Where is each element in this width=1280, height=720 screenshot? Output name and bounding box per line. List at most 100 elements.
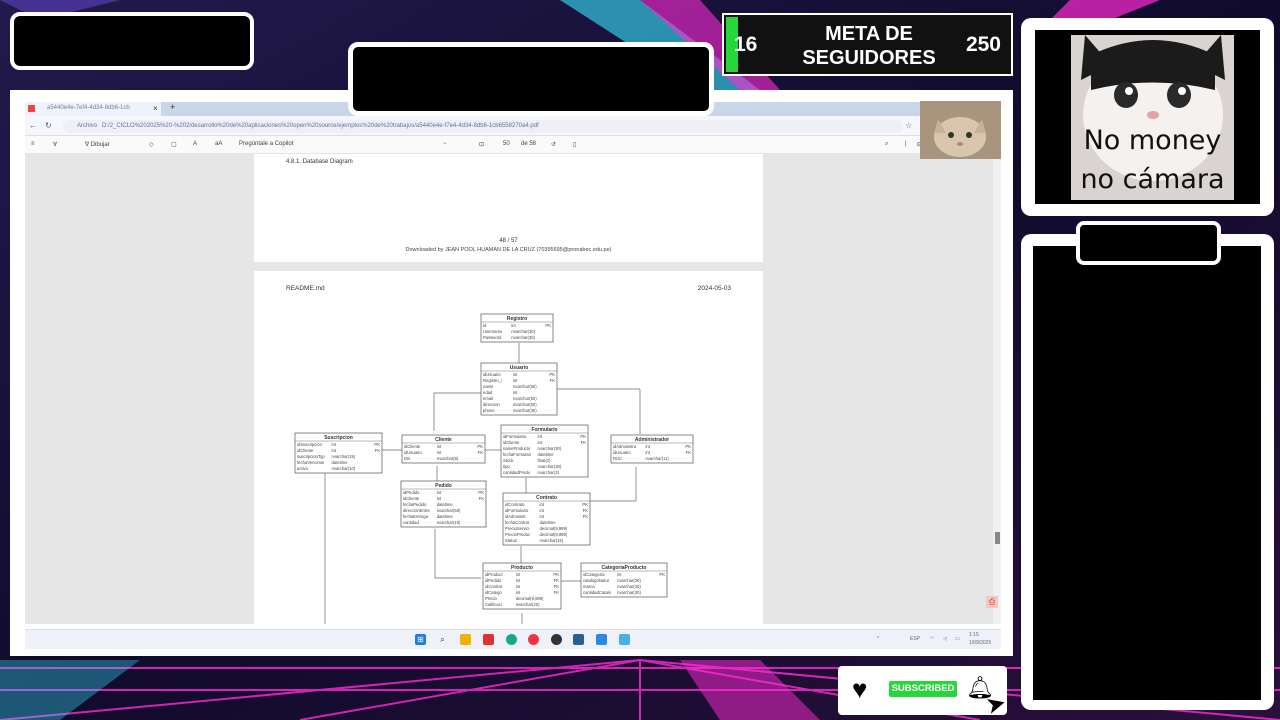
chrome-browser-icon[interactable] xyxy=(528,634,539,645)
erd-field-cell: fechaEntrega xyxy=(403,514,429,519)
erase-icon[interactable]: ◇ xyxy=(149,142,154,148)
two-page-icon[interactable]: ▯ xyxy=(573,142,577,148)
erd-field-cell: idProduct xyxy=(485,572,504,577)
bell-icon[interactable]: 🔔︎ xyxy=(966,675,994,700)
clock-date[interactable]: 1/09/2025 xyxy=(969,640,992,646)
goal-target-count: 250 xyxy=(965,33,1001,56)
erd-field-cell: idCliente xyxy=(404,444,421,449)
erd-field-cell: Stock xyxy=(503,458,514,463)
pdf-viewer[interactable]: 4.8.1. Database Diagram 48 / 57 Download… xyxy=(25,154,1001,624)
steam-icon[interactable] xyxy=(573,634,584,645)
draw-label: Dibujar xyxy=(90,142,110,148)
windows-start-icon[interactable]: ⊞ xyxy=(415,634,426,645)
erd-field-cell: idCliente xyxy=(297,448,314,453)
erd-field-cell: PK xyxy=(374,442,380,447)
meme-frame: No money no cámara xyxy=(1035,30,1260,204)
subscribed-button[interactable]: SUBSCRIBED xyxy=(889,681,957,697)
erd-field-cell: nvarchar(10) xyxy=(437,520,461,525)
erd-field-cell: nameProducto xyxy=(503,446,531,451)
vscode-icon[interactable] xyxy=(596,634,607,645)
erd-field-cell: nvarchar(30) xyxy=(538,446,562,451)
erd-field-cell: int xyxy=(516,590,521,595)
erd-field-cell: PK xyxy=(477,444,483,449)
erd-field-cell: idFormulario xyxy=(505,508,529,513)
erd-entity-title: Producto xyxy=(511,565,533,571)
brave-browser-icon[interactable] xyxy=(483,634,494,645)
erd-field-cell: int xyxy=(540,514,545,519)
browser-tab[interactable]: a5440e4e-7ef4-4d34-8db6-1cb × xyxy=(25,102,161,116)
erd-field-cell: nvarchar(10) xyxy=(332,466,356,471)
erd-field-cell: nvarchar(15) xyxy=(540,538,564,543)
highlight-icon[interactable]: ∀ xyxy=(53,142,58,148)
erd-field-cell: FK xyxy=(581,440,587,445)
draw-button[interactable]: ∇ Dibujar xyxy=(85,142,110,148)
search-icon[interactable]: ⌕ xyxy=(885,141,889,147)
erd-field-cell: PK xyxy=(685,444,691,449)
zoom-out-icon[interactable]: − xyxy=(443,141,447,147)
erd-field-cell: FK xyxy=(479,496,485,501)
battery-icon[interactable]: ▭ xyxy=(955,636,960,642)
scrollbar-thumb[interactable] xyxy=(995,532,1000,544)
copilot-button[interactable]: Pregúntale a Copilot xyxy=(239,141,294,147)
address-bar[interactable]: Archivo D:/2_CICLO%202025%20-%202/desarr… xyxy=(63,120,903,133)
obs-icon[interactable] xyxy=(551,634,562,645)
address-bar-row: ← ↻ Archivo D:/2_CICLO%202025%20-%202/de… xyxy=(25,116,1001,136)
erd-field-cell: FK xyxy=(583,514,589,519)
page-view-icon[interactable]: ▢ xyxy=(171,142,177,148)
erd-field-cell: FK xyxy=(686,450,692,455)
erd-field-cell: int xyxy=(332,442,337,447)
wifi-icon[interactable]: ◠ xyxy=(930,636,935,642)
clock-time[interactable]: 1:15 xyxy=(969,632,979,638)
erd-field-cell: int xyxy=(538,440,543,445)
file-explorer-icon[interactable] xyxy=(460,634,471,645)
page-number-input[interactable]: 50 xyxy=(503,141,510,147)
edge-browser-icon[interactable] xyxy=(506,634,517,645)
erd-field-cell: nvarchar(3) xyxy=(538,470,560,475)
url-prefix: Archivo xyxy=(77,123,98,129)
erd-field-cell: idCliente xyxy=(403,496,420,501)
erd-field-cell: Registro_i xyxy=(483,378,502,383)
erd-field-cell: idCatego xyxy=(485,590,502,595)
keyboard-language[interactable]: ESP xyxy=(910,636,921,642)
erd-entity-title: CategoriaProducto xyxy=(601,565,646,571)
erd-field-cell: PK xyxy=(582,502,588,507)
translate-icon[interactable]: aA xyxy=(215,141,223,147)
back-icon[interactable]: ← xyxy=(29,121,37,130)
pdf-badge-icon[interactable]: ⎙ xyxy=(986,596,998,608)
document-date: 2024-05-03 xyxy=(697,285,731,292)
erd-field-cell: direccionEntre xyxy=(403,508,430,513)
menu-icon[interactable]: ≡ xyxy=(31,141,35,147)
read-aloud-icon[interactable]: A xyxy=(193,141,198,147)
erd-field-cell: idContrat xyxy=(485,584,503,589)
erd-field-cell: nvarchar(50) xyxy=(513,384,537,389)
new-tab-icon[interactable]: + xyxy=(170,102,176,112)
erd-field-cell: catalogoNatur xyxy=(583,578,610,583)
notepad-icon[interactable] xyxy=(619,634,630,645)
rotate-icon[interactable]: ↺ xyxy=(551,142,557,148)
erd-field-cell: idPedido xyxy=(485,578,502,583)
erd-field-cell: nvarchar(50) xyxy=(437,508,461,513)
erd-field-cell: int xyxy=(437,496,442,501)
erd-field-cell: idUsuario xyxy=(613,450,631,455)
search-icon[interactable]: ⌕ xyxy=(440,635,445,644)
save-icon[interactable]: ⊟ xyxy=(917,141,922,148)
meme-caption: No money no cámara xyxy=(1080,125,1225,195)
tray-chevron-icon[interactable]: ^ xyxy=(877,636,880,642)
heart-icon[interactable]: ♥ xyxy=(852,674,868,704)
erd-field-cell: nvarchar(8) xyxy=(437,456,459,461)
refresh-icon[interactable]: ↻ xyxy=(45,121,52,130)
vertical-scrollbar[interactable] xyxy=(993,154,1001,624)
erd-field-cell: nvarchar(30) xyxy=(617,584,641,589)
fit-page-icon[interactable]: ⊡ xyxy=(479,142,485,148)
close-icon[interactable]: × xyxy=(153,104,158,113)
tab-title: a5440e4e-7ef4-4d34-8db6-1cb xyxy=(47,105,130,111)
webcam-cat-image xyxy=(920,101,1001,159)
erd-field-cell: int xyxy=(513,372,518,377)
volume-icon[interactable]: ◁ xyxy=(943,636,947,642)
star-icon[interactable]: ☆ xyxy=(905,121,913,130)
goal-current-count: 16 xyxy=(734,33,758,56)
